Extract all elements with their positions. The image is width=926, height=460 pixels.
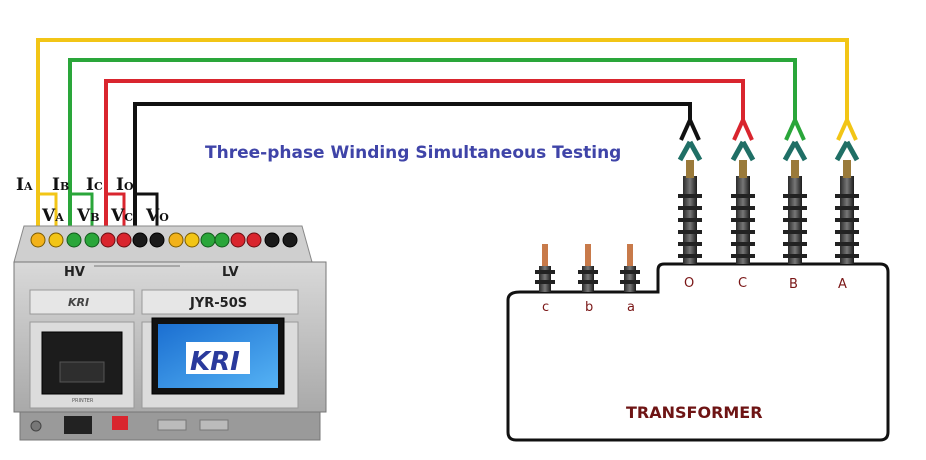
brand-logo: KRI xyxy=(68,296,89,309)
hv-label: HV xyxy=(64,265,85,280)
branch-c xyxy=(106,192,126,232)
terminal-label-lv-c: c xyxy=(542,300,549,315)
terminal-label-hv-c: C xyxy=(738,276,747,291)
label-va: VA xyxy=(41,206,64,226)
instrument-terminals xyxy=(30,232,298,248)
screen-logo: KRI xyxy=(190,347,240,377)
label-vc: VC xyxy=(110,206,133,226)
screen-logo-box xyxy=(186,342,250,374)
branch-o xyxy=(135,192,159,232)
test-instrument: HV LV KRI JYR-50S xyxy=(13,225,327,441)
transformer-label: TRANSFORMER xyxy=(626,403,763,422)
branch-b xyxy=(70,192,94,232)
terminal-post[interactable] xyxy=(282,232,298,248)
lead-labels: IA IB IC IO VA VB VC VO xyxy=(16,175,169,226)
branch-a xyxy=(38,192,58,232)
terminal-post[interactable] xyxy=(200,232,216,248)
label-vo: VO xyxy=(145,206,169,226)
model-plate xyxy=(141,289,299,315)
terminal-post[interactable] xyxy=(84,232,100,248)
ground-terminal[interactable] xyxy=(30,420,42,432)
lead-wire-o xyxy=(133,102,701,232)
model-label: JYR-50S xyxy=(189,296,247,311)
terminal-post[interactable] xyxy=(246,232,262,248)
hv-bushing-a xyxy=(834,140,860,264)
lv-bushings xyxy=(535,244,640,292)
lv-bushing-a xyxy=(620,244,640,292)
terminal-post[interactable] xyxy=(149,232,165,248)
label-ic: IC xyxy=(86,175,103,195)
label-io: IO xyxy=(116,175,134,195)
power-switch[interactable] xyxy=(112,416,128,430)
port[interactable] xyxy=(199,419,229,431)
terminal-label-lv-b: b xyxy=(585,300,593,315)
port[interactable] xyxy=(157,419,187,431)
hv-bushing-c xyxy=(730,140,756,264)
terminal-post[interactable] xyxy=(100,232,116,248)
terminal-post[interactable] xyxy=(214,232,230,248)
terminal-label-lv-a: a xyxy=(627,300,635,315)
terminal-label-hv-o: O xyxy=(684,276,694,291)
transformer: TRANSFORMER xyxy=(506,140,890,442)
lv-label: LV xyxy=(222,265,239,280)
label-ib: IB xyxy=(52,175,69,195)
terminal-post[interactable] xyxy=(264,232,280,248)
transformer-tank xyxy=(506,262,890,442)
hv-bushing-o xyxy=(677,140,703,264)
terminal-post[interactable] xyxy=(132,232,148,248)
diagram-title: Three-phase Winding Simultaneous Testing xyxy=(205,143,621,163)
hv-bushings xyxy=(677,140,860,264)
terminal-post[interactable] xyxy=(48,232,64,248)
hv-bushing-b xyxy=(782,140,808,264)
terminal-label-hv-b: B xyxy=(789,277,798,292)
lead-wire-c xyxy=(104,79,754,232)
power-socket[interactable] xyxy=(64,416,92,434)
terminal-post[interactable] xyxy=(184,232,200,248)
lead-wire-b xyxy=(68,58,806,232)
brand-plate xyxy=(29,289,135,315)
terminal-post[interactable] xyxy=(66,232,82,248)
lv-bushing-c xyxy=(535,244,555,292)
test-leads xyxy=(36,38,858,232)
terminal-post[interactable] xyxy=(30,232,46,248)
printer-label: PRINTER xyxy=(72,398,94,404)
lead-wire-a xyxy=(36,38,858,232)
terminal-post[interactable] xyxy=(168,232,184,248)
lv-bushing-b xyxy=(578,244,598,292)
label-vb: VB xyxy=(76,206,100,226)
terminal-post[interactable] xyxy=(116,232,132,248)
label-ia: IA xyxy=(16,175,33,195)
terminal-post[interactable] xyxy=(230,232,246,248)
terminal-label-hv-a: A xyxy=(838,277,847,292)
printer-slot xyxy=(59,361,105,383)
